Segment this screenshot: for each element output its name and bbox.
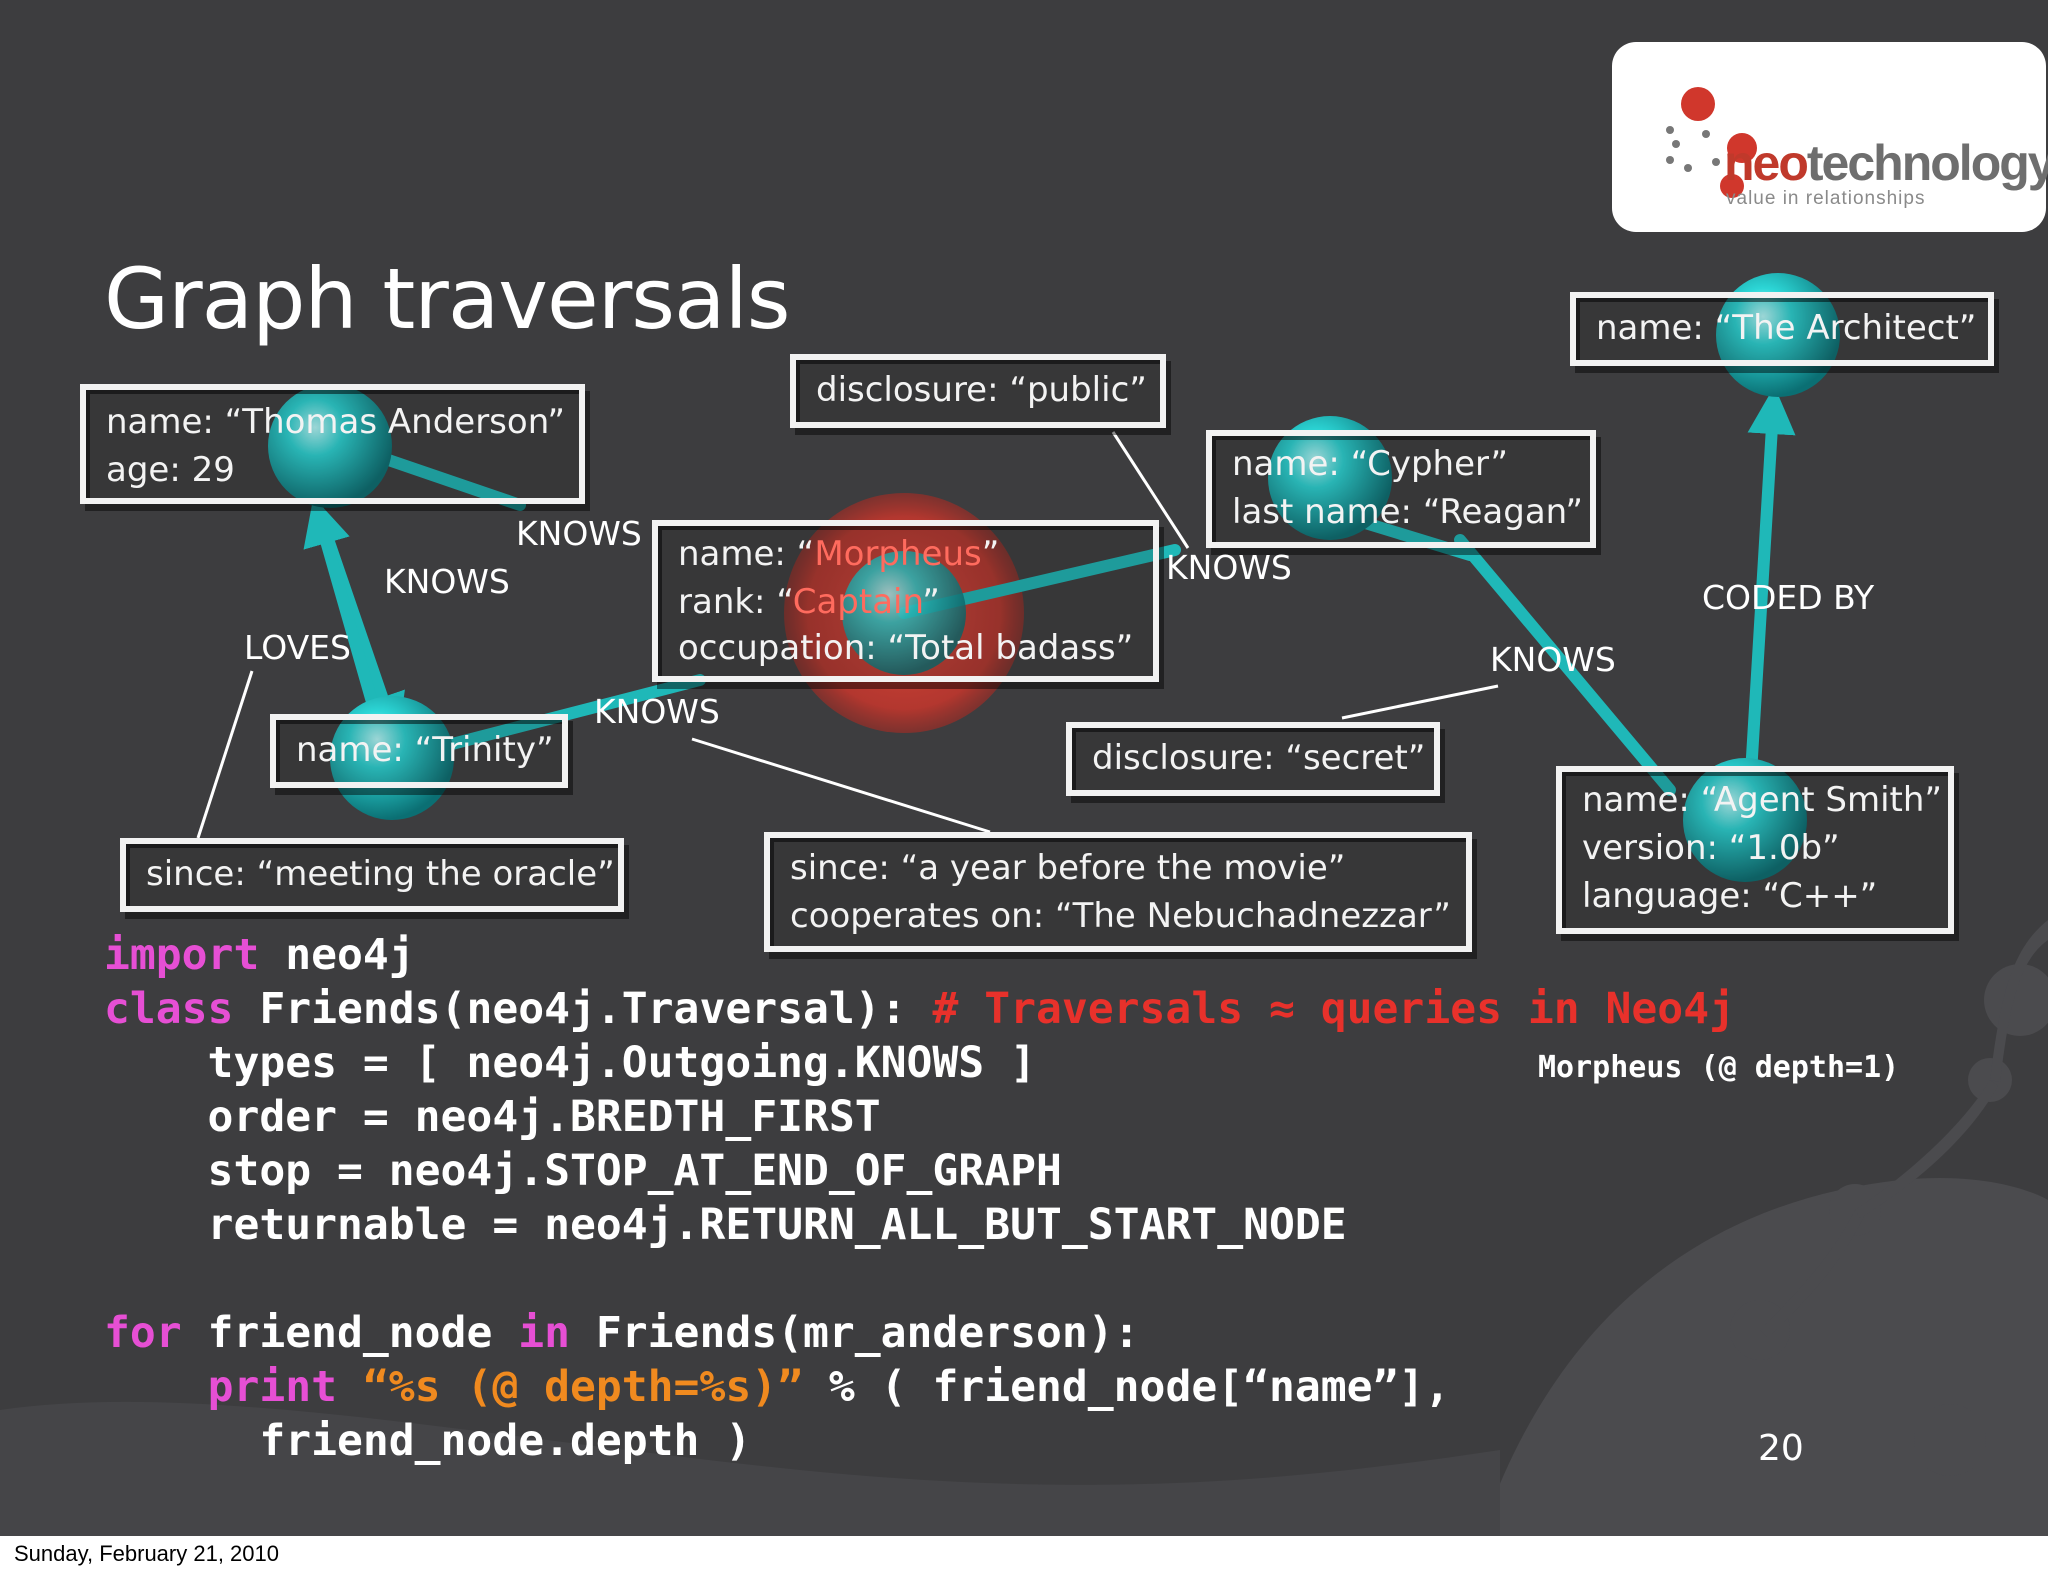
- node-spheres: [268, 273, 1840, 882]
- node-property: name: “Agent Smith”: [1582, 780, 1943, 820]
- logo-dots-icon: [1666, 87, 1757, 198]
- node-property: name: “The Architect”: [1596, 308, 1977, 348]
- code-line: class Friends(neo4j.Traversal): # Traver…: [104, 984, 1735, 1034]
- relationship-label: KNOWS: [594, 692, 720, 731]
- node-property: version: “1.0b”: [1582, 828, 1840, 868]
- traversal-output: Morpheus (@ depth=1): [1538, 1050, 1900, 1085]
- node-smith-sphere: [1683, 758, 1807, 882]
- code-line: import neo4j: [104, 930, 415, 980]
- relationship-label: KNOWS: [516, 514, 642, 553]
- node-morpheus: name: “Morpheus” rank: “Captain” occupat…: [652, 520, 1159, 682]
- graph-drawing: [0, 273, 2048, 1536]
- node-property: name: “Cypher”: [1232, 444, 1509, 484]
- node-trinity: name: “Trinity”: [270, 714, 568, 788]
- node-property: rank: “Captain”: [678, 582, 940, 622]
- relationship-label: KNOWS: [384, 562, 510, 601]
- node-cypher-sphere: [1268, 416, 1392, 540]
- node-property: occupation: “Total badass”: [678, 628, 1134, 668]
- edge-property: since: “meeting the oracle”: [146, 854, 615, 894]
- footer-date: Sunday, February 21, 2010: [14, 1541, 279, 1566]
- background-decoration: [0, 920, 2048, 1536]
- relationship-label: LOVES: [244, 628, 351, 667]
- node-property: age: 29: [106, 450, 235, 490]
- page-number: 20: [1758, 1428, 1804, 1469]
- node-the-architect: name: “The Architect”: [1570, 292, 1994, 366]
- logo-wordmark: neotechnology: [1724, 135, 2048, 191]
- code-line: types = [ neo4j.Outgoing.KNOWS ]: [104, 1038, 1036, 1088]
- edge-since-oracle: since: “meeting the oracle”: [120, 838, 624, 912]
- code-line: print “%s (@ depth=%s)” % ( friend_node[…: [207, 1362, 1451, 1412]
- node-thomas-sphere: [268, 384, 392, 508]
- relationship-label: KNOWS: [1490, 640, 1616, 679]
- code-line: for friend_node in Friends(mr_anderson):: [104, 1308, 1140, 1358]
- node-property: name: “Thomas Anderson”: [106, 402, 565, 442]
- node-architect-sphere: [1716, 273, 1840, 397]
- code-line: friend_node.depth ): [104, 1416, 752, 1466]
- node-cypher: name: “Cypher” last name: “Reagan”: [1206, 430, 1596, 548]
- node-property: name: “Trinity”: [296, 730, 554, 770]
- edge-property: cooperates on: “The Nebuchadnezzar”: [790, 896, 1451, 936]
- edge-since-movie: since: “a year before the movie” coopera…: [764, 832, 1472, 952]
- relationship-label: CODED BY: [1702, 578, 1875, 617]
- relationship-label: KNOWS: [1166, 548, 1292, 587]
- code-line: returnable = neo4j.RETURN_ALL_BUT_START_…: [104, 1200, 1347, 1250]
- code-line: stop = neo4j.STOP_AT_END_OF_GRAPH: [104, 1146, 1062, 1196]
- logo-tagline: value in relationships: [1726, 188, 1926, 209]
- code-line: order = neo4j.BREDTH_FIRST: [104, 1092, 881, 1142]
- node-agent-smith: name: “Agent Smith” version: “1.0b” lang…: [1556, 766, 1954, 934]
- annotation-lines: [196, 431, 1499, 839]
- slide-title: Graph traversals: [104, 250, 791, 348]
- edge-property: since: “a year before the movie”: [790, 848, 1346, 888]
- edge-disclosure-secret: disclosure: “secret”: [1066, 722, 1440, 796]
- node-thomas-anderson: name: “Thomas Anderson” age: 29: [80, 384, 585, 504]
- edge-property: disclosure: “public”: [816, 370, 1147, 410]
- edge-disclosure-public: disclosure: “public”: [790, 354, 1166, 428]
- node-morpheus-sphere: [842, 551, 966, 675]
- neotechnology-logo: neotechnology value in relationships: [1612, 42, 2048, 232]
- node-trinity-sphere: [330, 696, 454, 820]
- slide: neotechnology value in relationships Gra…: [0, 0, 2048, 1536]
- node-property: name: “Morpheus”: [678, 534, 1000, 574]
- edge-property: disclosure: “secret”: [1092, 738, 1426, 778]
- node-property: last name: “Reagan”: [1232, 492, 1583, 532]
- node-property: language: “C++”: [1582, 876, 1878, 916]
